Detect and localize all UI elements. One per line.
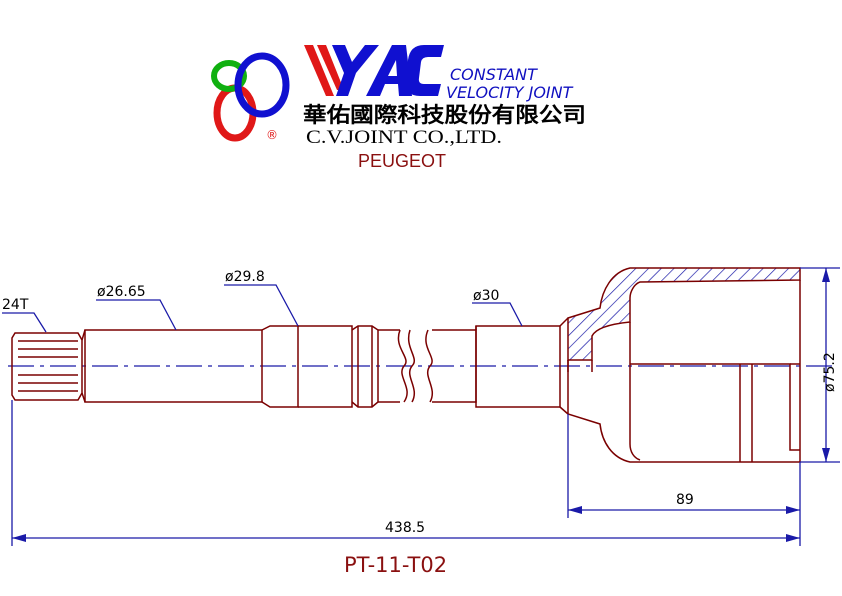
dimension-annotations: 24T ø26.65 ø29.8 ø30 ø75.2 89 438.5 bbox=[2, 267, 840, 546]
part-number: PT-11-T02 bbox=[344, 553, 447, 577]
shaft-dia-2-label: ø29.8 bbox=[225, 269, 265, 285]
company-name-zh: 華佑國際科技股份有限公司 bbox=[303, 103, 586, 127]
shaft-left bbox=[81, 325, 415, 408]
joint-housing bbox=[567, 267, 801, 463]
yac-brand-mark-icon bbox=[304, 45, 444, 96]
tagline-line1: CONSTANT bbox=[450, 65, 538, 84]
shaft-dia-3-label: ø30 bbox=[473, 288, 499, 304]
tagline-line2: VELOCITY JOINT bbox=[446, 83, 574, 102]
spline-count-label: 24T bbox=[2, 297, 29, 313]
spline-end bbox=[11, 332, 83, 401]
shaft-right bbox=[425, 317, 569, 415]
outer-dia-label: ø75.2 bbox=[822, 352, 838, 392]
company-name-en: C.V.JOINT CO.,LTD. bbox=[306, 127, 502, 148]
housing-length-label: 89 bbox=[676, 492, 694, 508]
overall-length-label: 438.5 bbox=[385, 520, 425, 536]
shaft-dia-1-label: ø26.65 bbox=[97, 284, 146, 300]
vehicle-make: PEUGEOT bbox=[358, 151, 446, 171]
company-logo: ® CONSTANT VELOCITY JOINT 華佑國際科技股份有限公司 C… bbox=[211, 45, 586, 148]
registered-mark: ® bbox=[266, 128, 278, 142]
logo-rings-icon bbox=[211, 52, 290, 142]
